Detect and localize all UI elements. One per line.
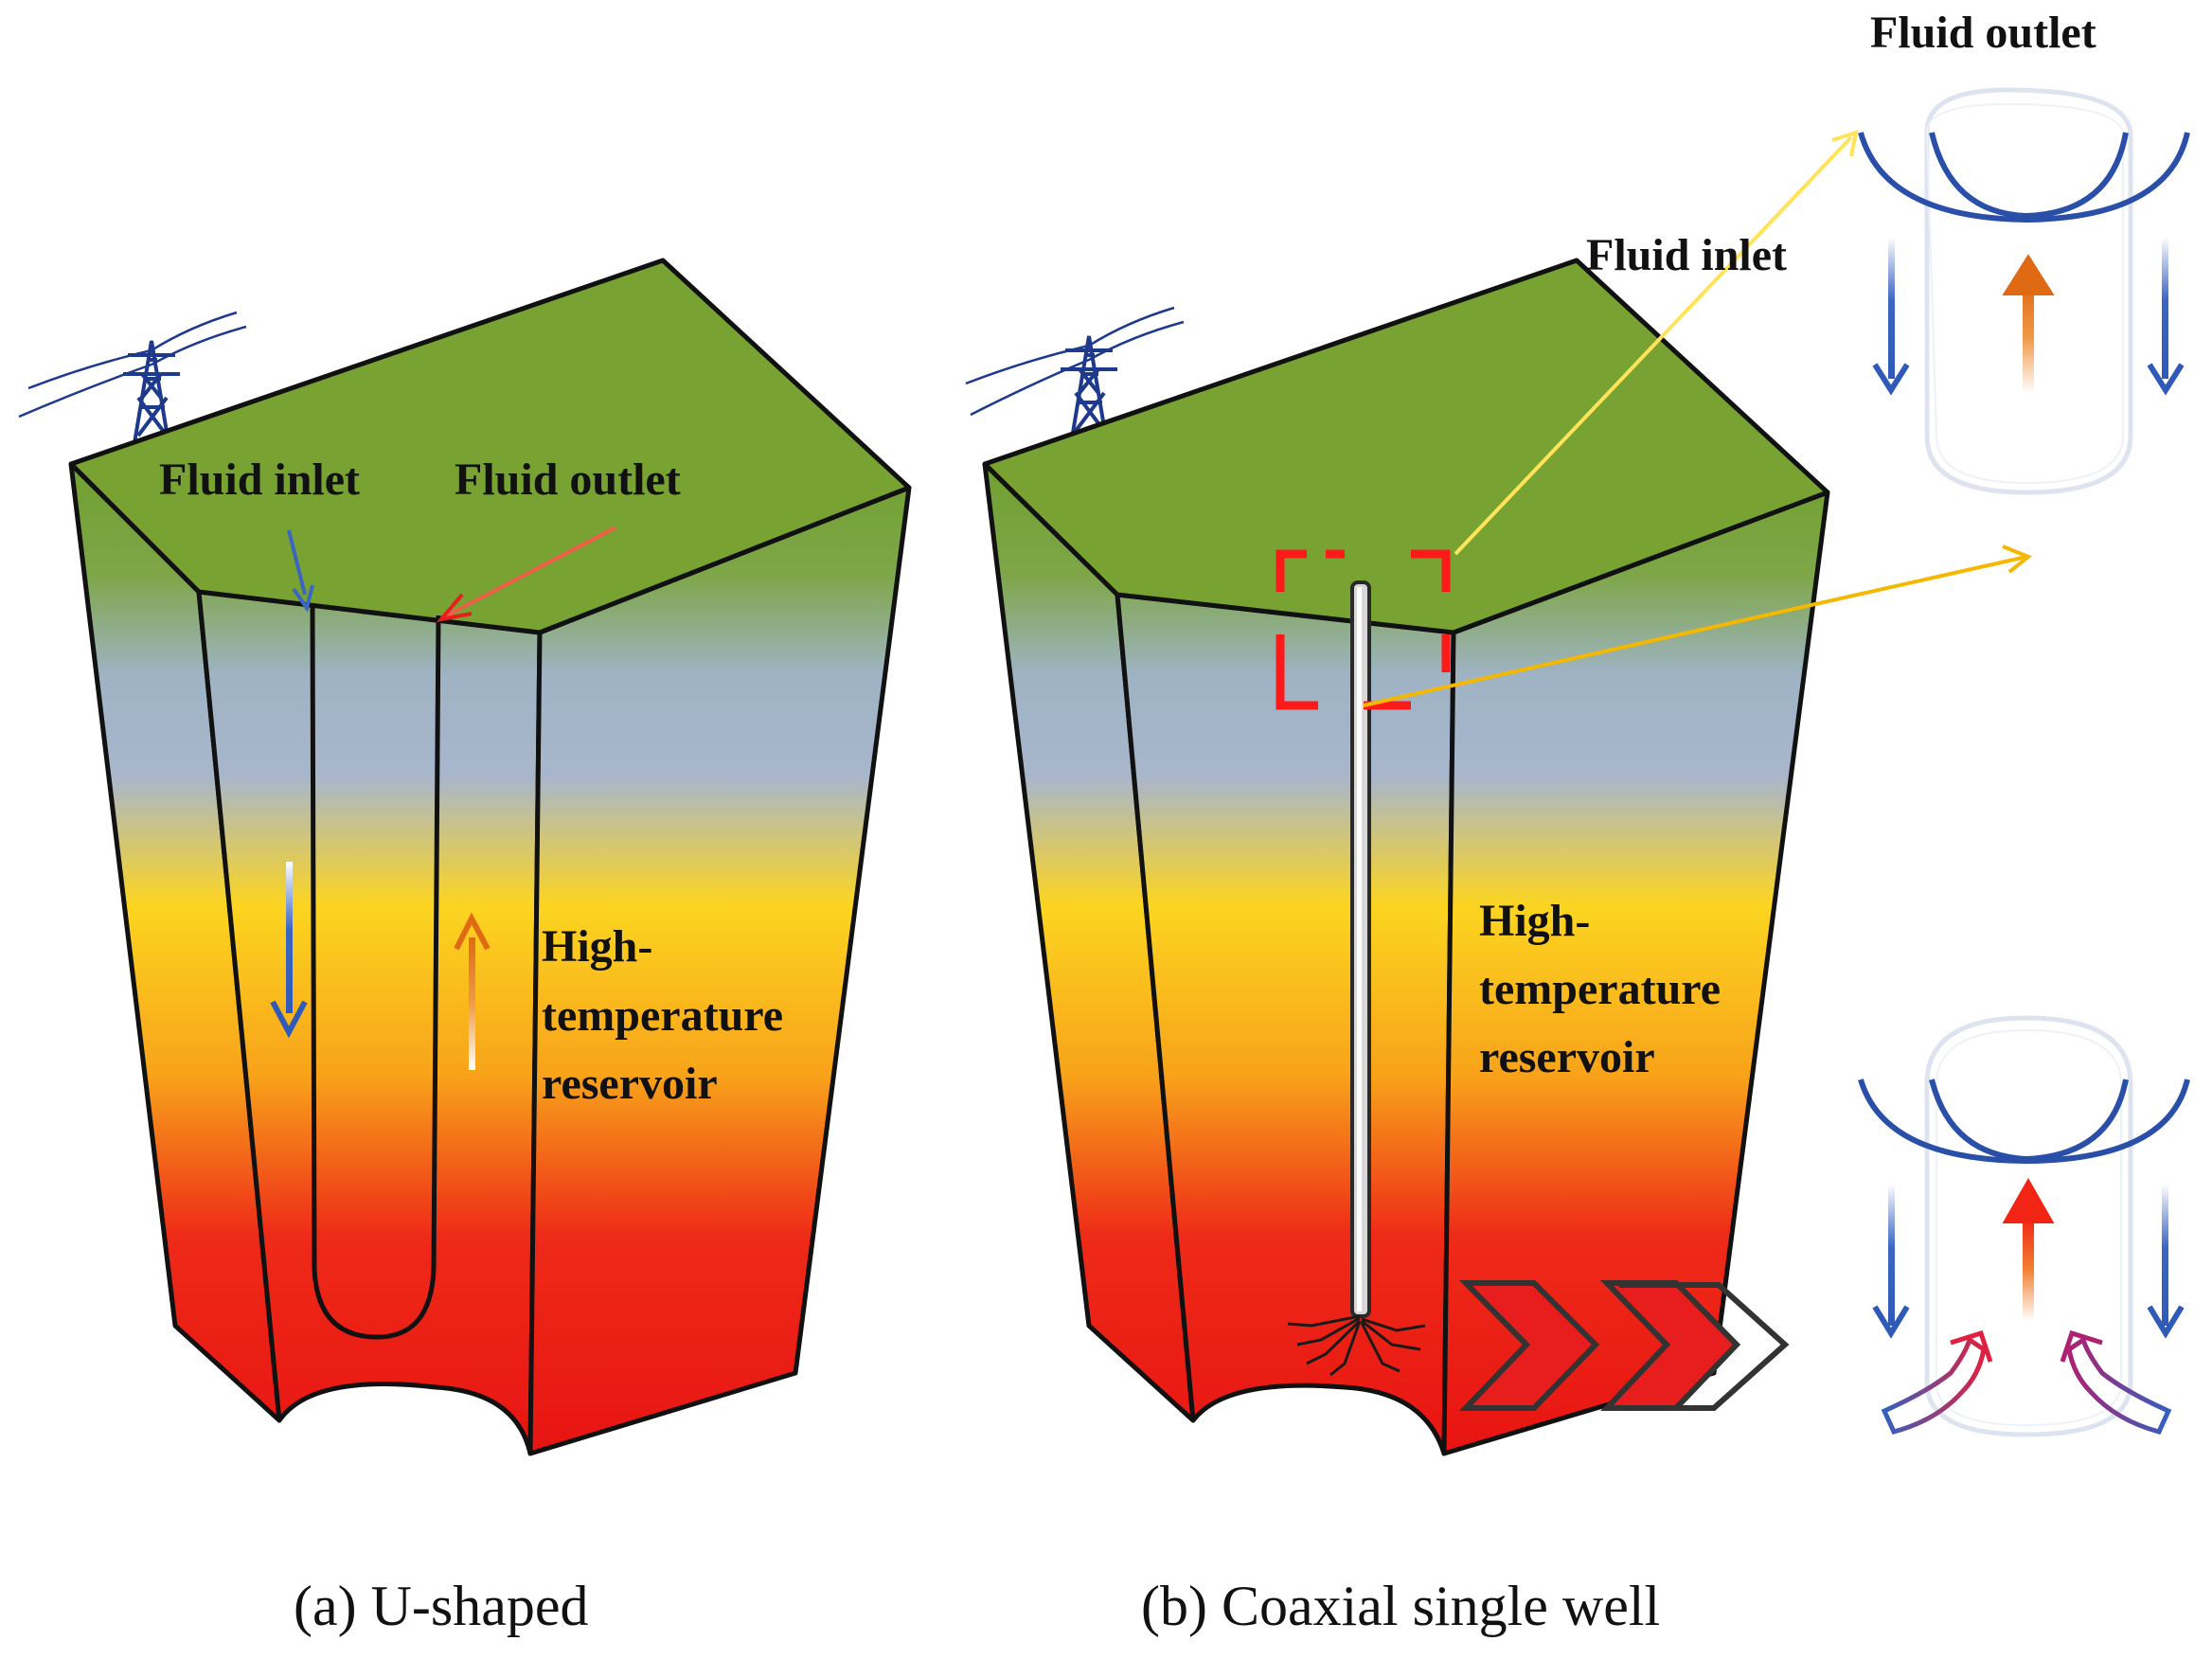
downflow-arrow-right-icon	[2147, 237, 2185, 396]
coaxial-well-tube	[1350, 580, 1371, 1318]
flow-direction-chevrons	[1458, 1280, 1790, 1411]
panel-b-inlet-label: Fluid inlet	[1586, 230, 1787, 280]
panel-b-caption: (b) Coaxial single well	[1141, 1575, 1660, 1637]
fracture-zone	[1287, 1314, 1426, 1377]
upflow-arrow-center-icon	[2002, 1177, 2055, 1321]
panel-a-reservoir-label-line2: temperature	[542, 990, 783, 1041]
panel-a-reservoir-label-line3: reservoir	[542, 1059, 718, 1109]
power-pylon-icon	[18, 311, 247, 455]
panel-a-caption: (a) U-shaped	[294, 1575, 589, 1637]
inner-cap-arc	[1929, 1079, 2129, 1163]
inset-wellhead-top	[1858, 87, 2190, 495]
panel-b-coaxial: Fluid inlet Fluid outlet High- temperatu…	[965, 8, 2096, 1637]
power-pylon-icon	[965, 306, 1185, 451]
rock-block-top-surface	[68, 258, 912, 635]
pipe-outline	[1924, 87, 2133, 495]
outer-cap-arc	[1858, 1079, 2190, 1165]
panel-a-u-shaped: Fluid inlet Fluid outlet High- temperatu…	[18, 258, 912, 1637]
panel-a-reservoir-label-line1: High-	[542, 921, 652, 972]
inflow-curl-right-icon	[2060, 1329, 2172, 1435]
panel-a-inlet-label: Fluid inlet	[159, 455, 360, 505]
inflow-curl-left-icon	[1881, 1329, 1993, 1435]
pipe-inner-outline	[1925, 102, 2124, 485]
panel-a-outlet-label: Fluid outlet	[455, 455, 681, 505]
panel-b-reservoir-label-line1: High-	[1479, 896, 1590, 946]
upflow-arrow-icon	[454, 912, 491, 1070]
downflow-arrow-right-icon	[2147, 1184, 2185, 1339]
downflow-arrow-left-icon	[1872, 237, 1910, 396]
panel-b-outlet-label: Fluid outlet	[1870, 8, 2096, 58]
u-shaped-well	[310, 605, 441, 1340]
downflow-arrow-icon	[270, 862, 308, 1039]
outlet-pointer-arrow	[436, 526, 616, 623]
rock-block-top-surface	[982, 258, 1830, 635]
inset-wellhead-bottom	[1858, 1015, 2190, 1437]
downflow-arrow-left-icon	[1872, 1184, 1910, 1339]
pipe-outline	[1924, 1015, 2133, 1437]
callout-leader-outlet	[1454, 130, 1859, 556]
panel-b-reservoir-label-line2: temperature	[1479, 964, 1721, 1014]
callout-leader-bottom	[1363, 544, 2032, 707]
panel-b-reservoir-label-line3: reservoir	[1479, 1032, 1655, 1082]
upflow-arrow-center-icon	[2002, 254, 2055, 393]
rock-block-front-face	[196, 589, 543, 1456]
inlet-pointer-arrow	[287, 529, 314, 613]
outer-cap-arc	[1858, 132, 2190, 223]
pipe-inner-outline	[1936, 1028, 2122, 1427]
inner-cap-arc	[1929, 132, 2129, 220]
callout-box	[1275, 549, 1451, 710]
